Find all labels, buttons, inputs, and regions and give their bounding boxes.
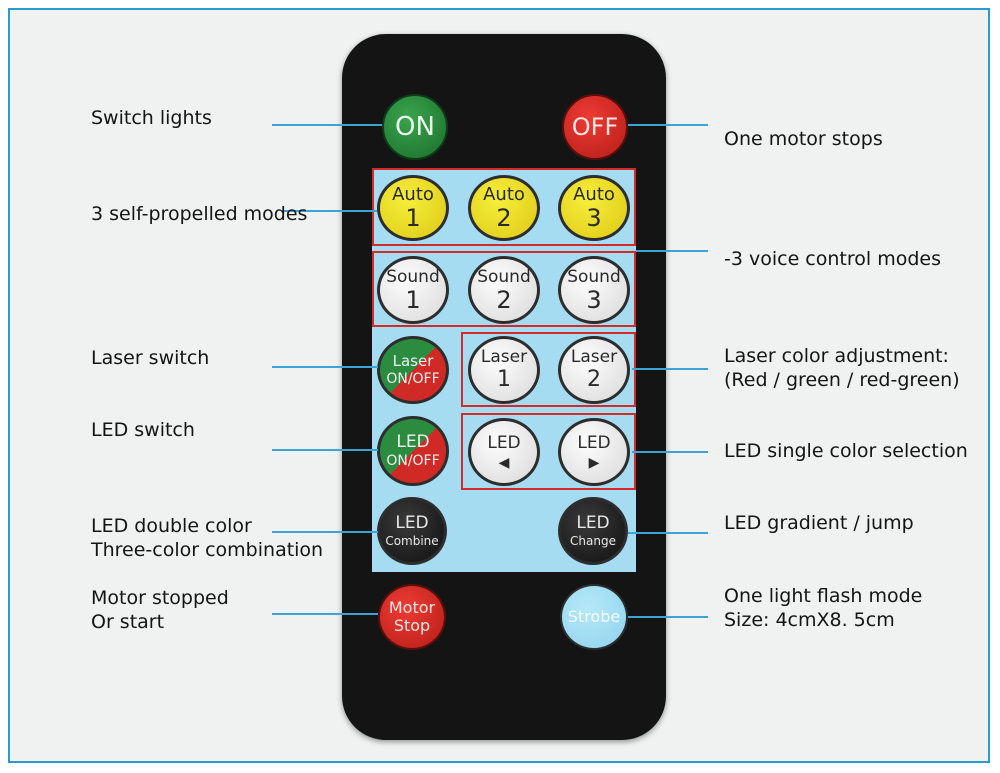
led-previous-color-button[interactable]: LED ◀ xyxy=(468,418,540,486)
sound-1-number: 1 xyxy=(405,285,421,314)
sound-1-button[interactable]: Sound 1 xyxy=(377,256,449,324)
auto-3-button[interactable]: Auto 3 xyxy=(558,175,630,241)
motor-stop-button[interactable]: Motor Stop xyxy=(378,584,446,650)
laser-on-off-label: Laser xyxy=(392,352,434,370)
auto-1-number: 1 xyxy=(405,204,421,232)
leader-line-self-propelled xyxy=(282,210,377,212)
auto-3-label: Auto xyxy=(573,184,615,205)
off-button[interactable]: OFF xyxy=(562,94,628,160)
label-led-gradient-jump: LED gradient / jump xyxy=(724,512,914,534)
leader-line-led-double xyxy=(272,531,378,533)
label-laser-switch: Laser switch xyxy=(91,347,210,369)
leader-line-flash xyxy=(628,616,708,618)
label-size: Size: 4cmX8. 5cm xyxy=(724,609,895,631)
auto-1-button[interactable]: Auto 1 xyxy=(377,175,449,241)
label-laser-color-adjustment: Laser color adjustment: xyxy=(724,345,949,367)
sound-2-button[interactable]: Sound 2 xyxy=(468,256,540,324)
label-voice-control-modes: -3 voice control modes xyxy=(724,248,941,270)
auto-2-number: 2 xyxy=(496,204,512,232)
laser-on-off-sublabel: ON/OFF xyxy=(386,371,440,387)
led-next-label: LED xyxy=(577,432,611,453)
auto-3-number: 3 xyxy=(586,204,602,232)
laser-on-off-button[interactable]: Laser ON/OFF xyxy=(377,336,449,404)
led-change-sublabel: Change xyxy=(570,534,616,548)
sound-3-number: 3 xyxy=(586,285,602,314)
label-motor-stopped: Motor stopped xyxy=(91,587,229,609)
label-or-start: Or start xyxy=(91,611,165,633)
led-combine-button[interactable]: LED Combine xyxy=(377,497,447,565)
leader-line-led-gradient xyxy=(628,532,708,534)
label-switch-lights: Switch lights xyxy=(91,107,212,129)
leader-line-led-single xyxy=(632,451,708,453)
strobe-label: Strobe xyxy=(567,607,621,626)
laser-color-highlight-box xyxy=(461,332,636,407)
label-three-color-combination: Three-color combination xyxy=(91,539,324,561)
led-change-label: LED xyxy=(576,513,610,533)
label-laser-color-options: (Red / green / red-green) xyxy=(724,369,960,391)
sound-2-label: Sound xyxy=(477,266,531,287)
led-previous-label: LED xyxy=(487,432,521,453)
off-button-label: OFF xyxy=(571,113,619,141)
led-on-off-button[interactable]: LED ON/OFF xyxy=(377,416,449,486)
laser-2-number: 2 xyxy=(587,367,601,392)
sound-modes-highlight-box xyxy=(372,251,636,327)
strobe-button[interactable]: Strobe xyxy=(560,584,628,650)
laser-1-button[interactable]: Laser 1 xyxy=(468,336,540,404)
leader-line-led-switch xyxy=(272,449,378,451)
left-arrow-icon: ◀ xyxy=(498,454,510,471)
led-on-off-sublabel: ON/OFF xyxy=(386,453,440,469)
motor-stop-sublabel: Stop xyxy=(393,616,431,635)
leader-line-voice-modes xyxy=(636,250,708,252)
laser-2-button[interactable]: Laser 2 xyxy=(558,336,630,404)
sound-2-number: 2 xyxy=(496,285,512,314)
auto-modes-highlight-box xyxy=(372,168,636,246)
led-change-button[interactable]: LED Change xyxy=(558,497,628,565)
sound-1-label: Sound xyxy=(386,266,440,287)
motor-stop-label: Motor xyxy=(388,598,436,617)
leader-line-motor xyxy=(272,613,378,615)
leader-line-laser-color xyxy=(632,368,708,370)
leader-line-laser-switch xyxy=(272,366,378,368)
on-button-label: ON xyxy=(395,112,435,142)
led-next-color-button[interactable]: LED ▶ xyxy=(558,418,630,486)
auto-2-label: Auto xyxy=(483,184,525,205)
sound-3-label: Sound xyxy=(567,266,621,287)
led-on-off-label: LED xyxy=(396,432,430,452)
label-led-switch: LED switch xyxy=(91,419,195,441)
label-led-single-color: LED single color selection xyxy=(724,440,968,462)
auto-2-button[interactable]: Auto 2 xyxy=(468,175,540,241)
sound-3-button[interactable]: Sound 3 xyxy=(558,256,630,324)
laser-2-label: Laser xyxy=(570,347,618,367)
led-combine-sublabel: Combine xyxy=(385,534,439,548)
leader-line-switch-lights xyxy=(272,124,382,126)
right-arrow-icon: ▶ xyxy=(588,454,600,471)
leader-line-one-motor-stops xyxy=(628,124,708,126)
led-combine-label: LED xyxy=(395,513,429,533)
label-self-propelled-modes: 3 self-propelled modes xyxy=(91,203,308,225)
label-light-flash-mode: One light flash mode xyxy=(724,585,923,607)
label-led-double-color: LED double color xyxy=(91,515,252,537)
laser-1-number: 1 xyxy=(497,367,511,392)
on-button[interactable]: ON xyxy=(382,94,448,160)
label-one-motor-stops: One motor stops xyxy=(724,128,883,150)
laser-1-label: Laser xyxy=(480,347,528,367)
auto-1-label: Auto xyxy=(392,184,434,205)
